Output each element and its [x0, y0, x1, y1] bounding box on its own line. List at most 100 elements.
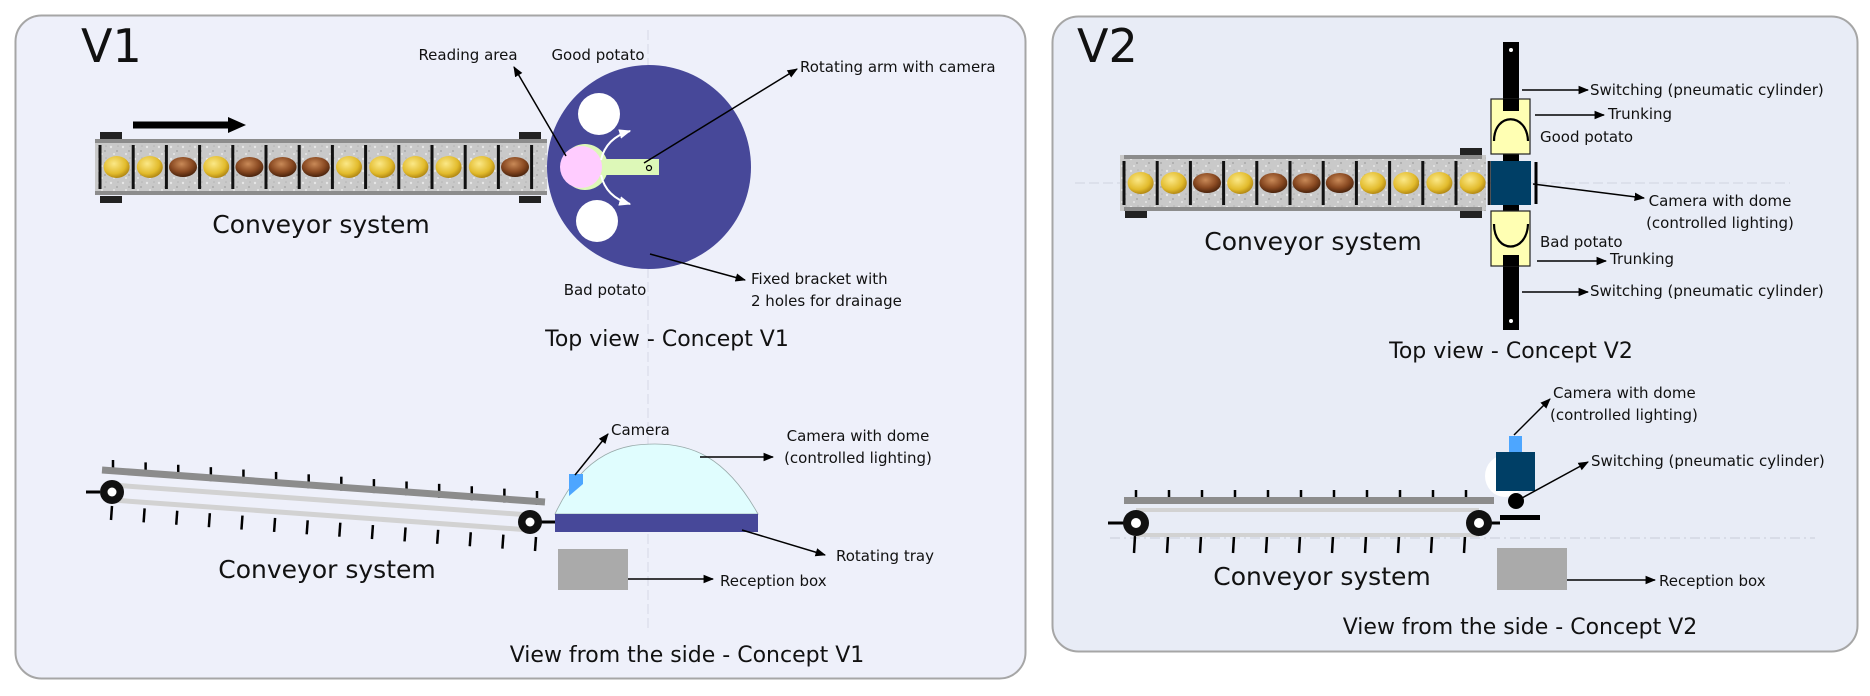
good-potato — [402, 156, 429, 178]
camera-dome-pointer — [1532, 183, 1646, 201]
sort-bad-arrow-icon — [600, 174, 632, 206]
gate-bad — [1492, 223, 1530, 248]
dome-side-label-line1: Camera with dome — [1553, 384, 1696, 402]
cleat-bottom — [370, 524, 375, 540]
belt-divider — [1288, 161, 1292, 205]
belt-divider — [297, 145, 301, 189]
good-potato-label: Good potato — [551, 46, 644, 64]
v2-side-station — [1485, 436, 1567, 590]
belt-upper — [111, 482, 531, 518]
cleat-bottom — [1231, 535, 1236, 554]
conveyor-bracket — [100, 196, 122, 203]
belt-divider — [364, 145, 368, 189]
dome-label-line2: (controlled lighting) — [784, 449, 932, 467]
good-potato — [1160, 172, 1187, 194]
conveyor-rail — [95, 191, 547, 195]
good-potato — [103, 156, 130, 178]
conveyor-bracket — [1125, 210, 1147, 218]
v1-potato-row — [98, 145, 534, 189]
fixed-bracket-label-line2: 2 holes for drainage — [751, 292, 902, 310]
v1-rotating-disc — [547, 65, 751, 269]
belt-divider — [1122, 161, 1126, 205]
reading-area-pointer — [513, 66, 567, 157]
arm-pivot — [645, 164, 653, 172]
belt-divider — [164, 145, 168, 189]
cleat-bottom — [1297, 535, 1302, 554]
reception-box — [1497, 548, 1567, 590]
cleat-bottom — [174, 510, 179, 525]
rod-pin — [1509, 48, 1513, 52]
reception-box-label: Reception box — [1659, 572, 1766, 590]
good-potato — [1227, 172, 1254, 194]
v2-potato-row — [1122, 161, 1491, 205]
switching-side-label: Switching (pneumatic cylinder) — [1591, 452, 1825, 470]
bad-potato — [501, 157, 529, 177]
bad-potato — [1325, 173, 1354, 193]
camera-dome-pointer — [1513, 398, 1551, 436]
belt-divider — [98, 145, 102, 189]
good-potato — [1459, 172, 1486, 194]
bad-potato — [235, 157, 264, 177]
v1-top-conveyor-label: Conveyor system — [212, 210, 429, 239]
belt-divider — [1388, 161, 1392, 205]
bad-potato — [169, 157, 197, 177]
reading-area-circle — [560, 146, 602, 188]
panel-v1: V1 Conveyor system — [14, 14, 1027, 680]
belt-divider — [330, 145, 334, 189]
cleat-bottom — [1198, 535, 1203, 554]
camera-icon — [569, 474, 583, 496]
v2-side-conveyor — [1108, 490, 1500, 554]
good-potato-label: Good potato — [1540, 128, 1633, 146]
reading-area-label: Reading area — [418, 46, 517, 64]
good-potato — [435, 156, 462, 178]
conveyor-rail — [95, 139, 547, 143]
fixed-bracket-pointer — [649, 253, 747, 282]
sort-good-arrow-icon — [600, 129, 632, 161]
belt-cleats — [1132, 490, 1468, 554]
belt-lower — [111, 497, 531, 533]
cleat-bottom — [1429, 535, 1434, 554]
gate-good — [1492, 118, 1530, 142]
camera-dome-box — [1496, 452, 1535, 491]
panel-v2: V2 Conveyor system — [1051, 15, 1859, 653]
cleat-bottom — [435, 529, 440, 544]
panel-v2-title: V2 — [1077, 19, 1138, 73]
drain-hole-good — [578, 93, 620, 135]
conveyor-bracket — [519, 132, 541, 139]
good-potato — [203, 156, 230, 178]
conveyor-bracket — [1460, 210, 1482, 218]
v2-side-view-caption: View from the side - Concept V2 — [1343, 615, 1698, 640]
roller-hub — [1131, 518, 1141, 528]
camera-pointer — [574, 433, 609, 476]
bad-potato — [268, 157, 297, 177]
panel-v2-frame — [1051, 15, 1859, 653]
rod-segment — [1503, 255, 1519, 266]
panel-v1-title: V1 — [81, 19, 142, 73]
conveyor-rail — [1124, 155, 1482, 159]
reception-box — [558, 549, 628, 590]
cleat-bottom — [1462, 535, 1467, 554]
good-potato — [1360, 172, 1386, 194]
good-potato — [468, 156, 495, 178]
cleat-bottom — [338, 522, 342, 537]
pneumatic-cylinder — [1508, 493, 1524, 509]
conveyor-bracket — [100, 132, 122, 139]
rotating-arm-pointer — [643, 68, 798, 164]
cleat-bottom — [305, 520, 309, 535]
v1-top-conveyor — [95, 117, 547, 203]
v2-sorter — [1490, 42, 1538, 330]
v1-top-view-caption: Top view - Concept V1 — [544, 327, 789, 352]
lighting-dome — [554, 443, 759, 515]
rotating-tray-label: Rotating tray — [836, 547, 934, 565]
bad-potato — [1259, 173, 1288, 193]
conveyor-side-rail — [1124, 497, 1494, 504]
camera-dome-box — [1491, 161, 1531, 205]
bad-potato — [301, 157, 330, 177]
cleat-bottom — [1396, 535, 1401, 554]
dome-label-line2: (controlled lighting) — [1646, 214, 1794, 232]
rotating-arm-label: Rotating arm with camera — [800, 58, 996, 76]
belt-divider — [1155, 161, 1159, 205]
belt-divider — [1321, 161, 1325, 205]
belt-divider — [397, 145, 401, 189]
bad-potato-label: Bad potato — [564, 281, 647, 299]
